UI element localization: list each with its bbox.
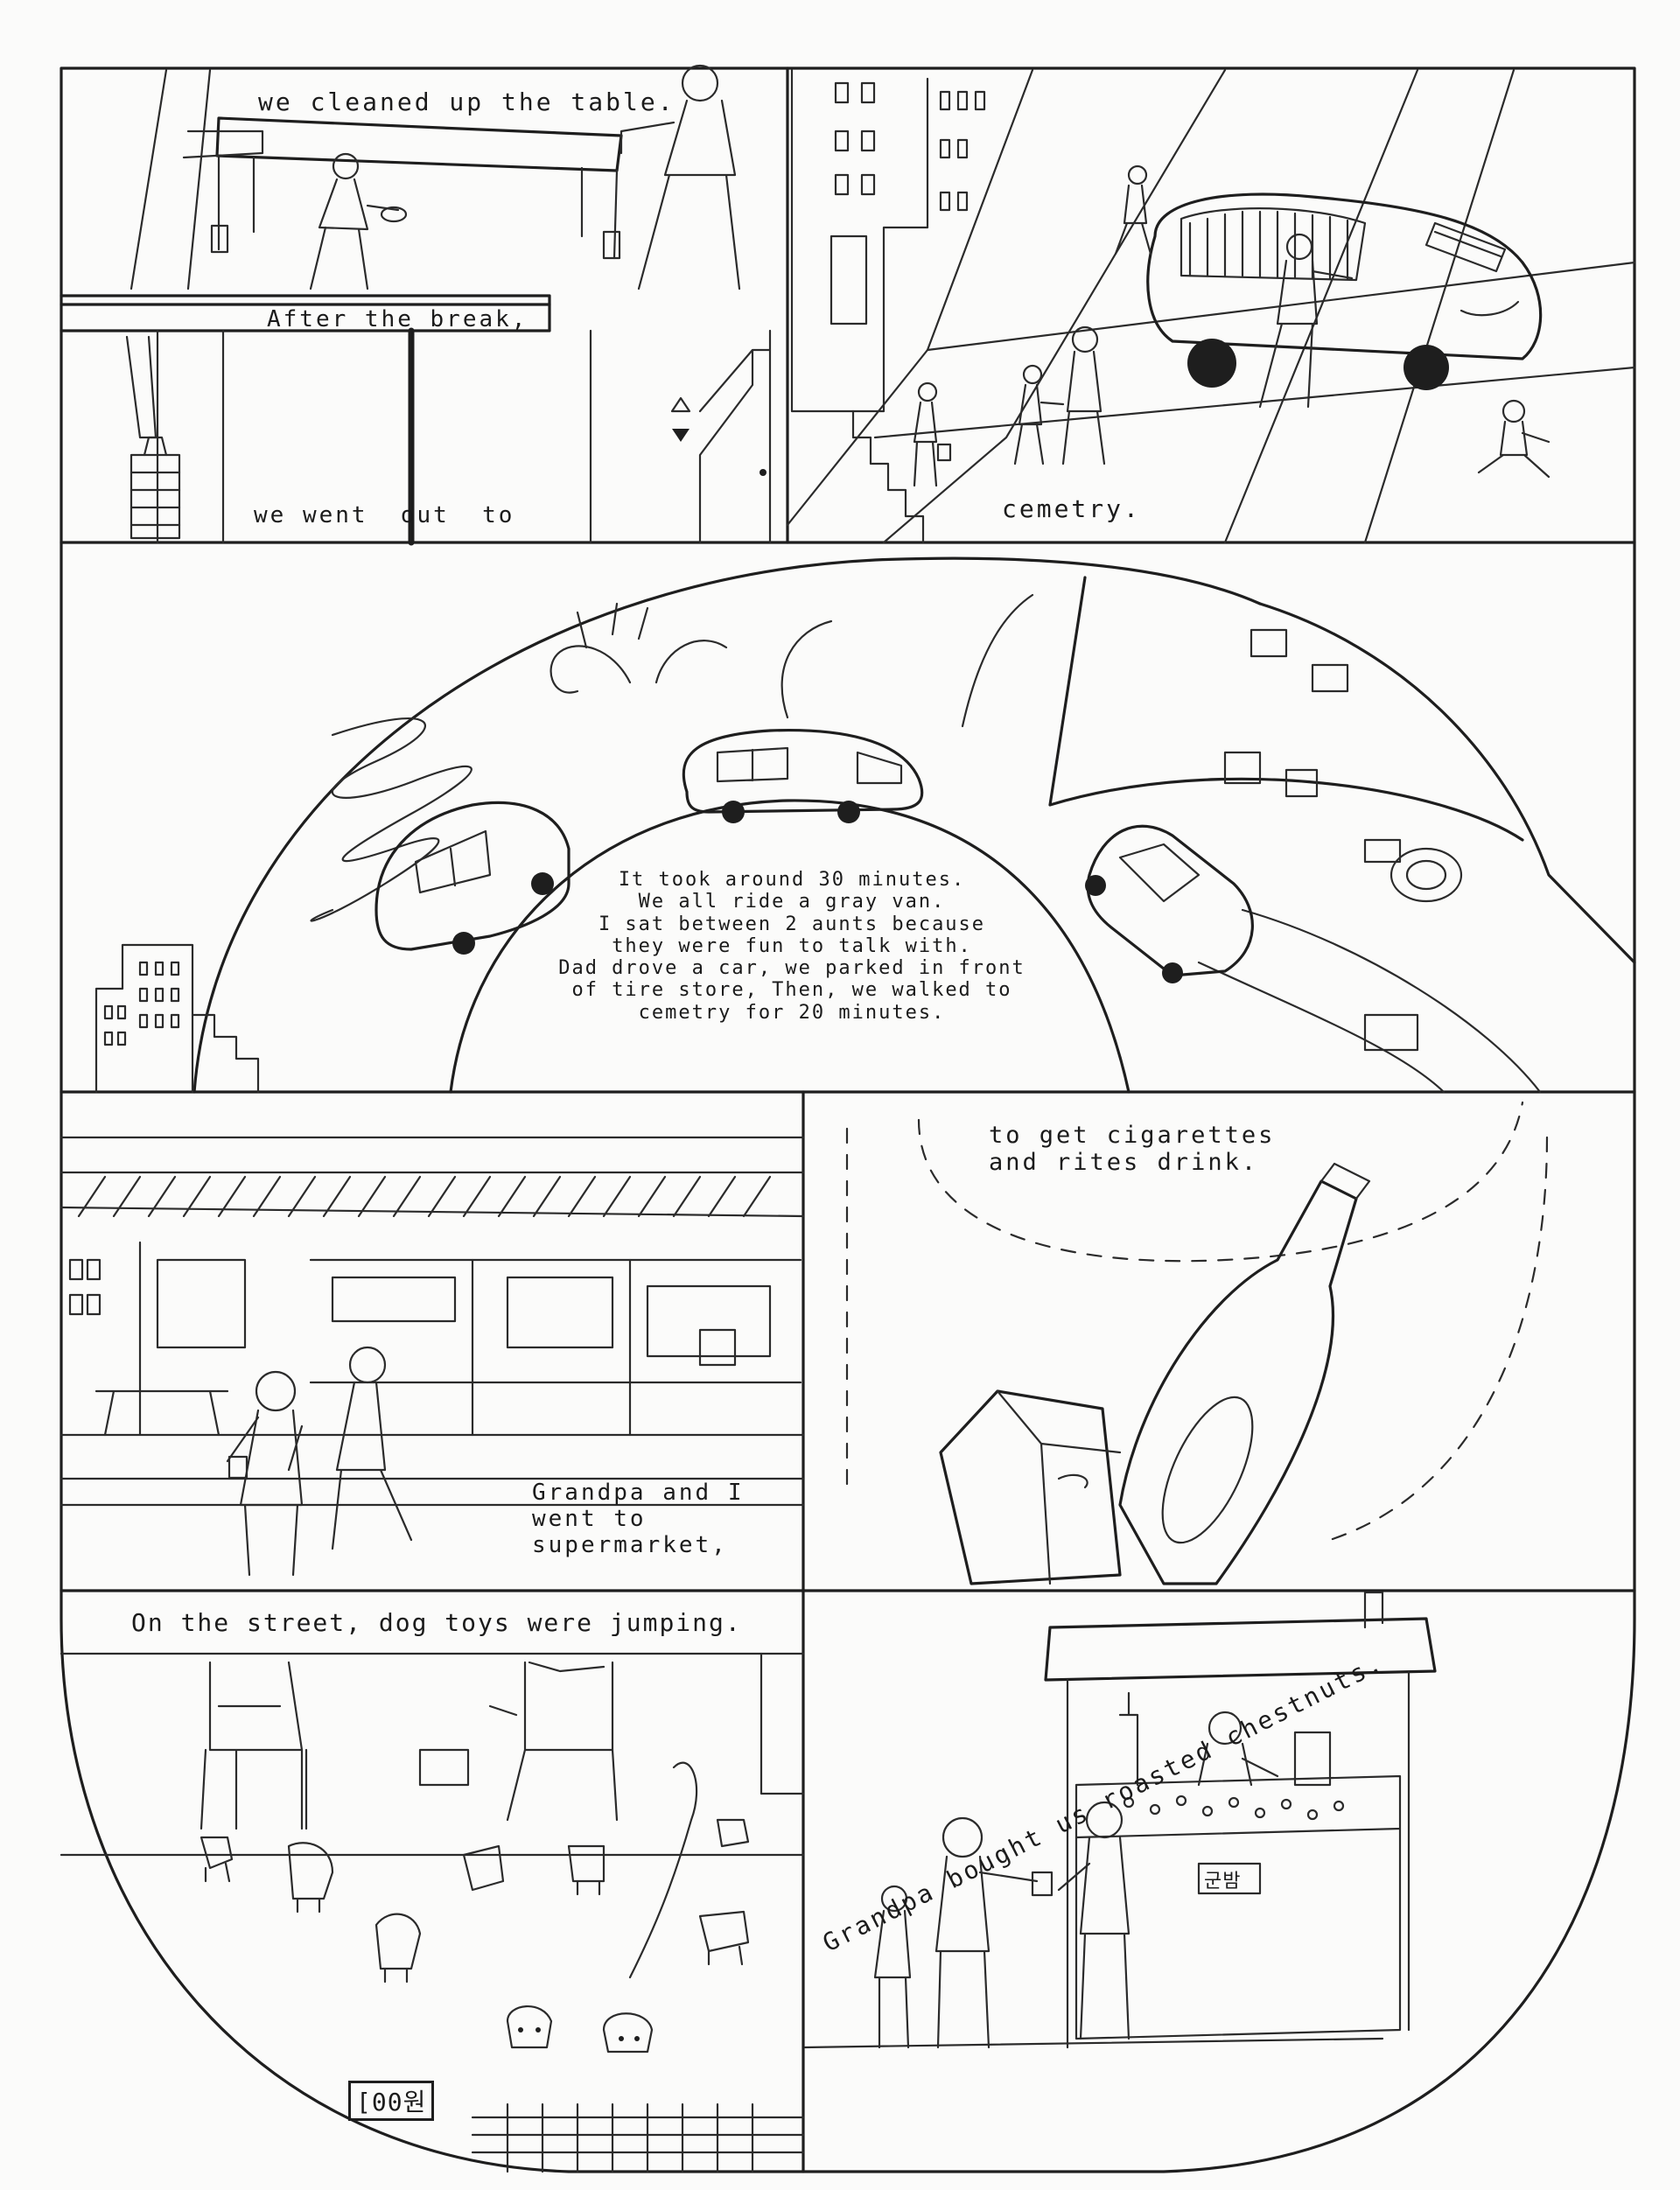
table-caption: we cleaned up the table.: [258, 87, 676, 116]
price-sign: [00원: [348, 2081, 435, 2121]
purchase-panel-art: [845, 1101, 1549, 1585]
drive-caption: It took around 30 minutes. We all ride a…: [558, 869, 1026, 1024]
cemetery-caption: cemetry.: [1002, 494, 1141, 523]
drive-panel-art: [94, 556, 1636, 1094]
supermarket-panel-art: [60, 1136, 805, 1577]
street-caption: On the street, dog toys were jumping.: [131, 1608, 742, 1637]
chestnut-stall-panel-art: [803, 1591, 1437, 2049]
stall-sign: 군밤: [1204, 1871, 1242, 1893]
table-panel-art: [130, 64, 741, 290]
supermarket-caption: Grandpa and I went to supermarket,: [532, 1480, 745, 1558]
went-out-caption: we went out to: [254, 502, 515, 528]
purchase-caption: to get cigarettes and rites drink.: [989, 1122, 1276, 1177]
cemetery-street-art: [786, 68, 1636, 544]
page-frame: [60, 66, 1636, 2173]
hallway-panel-art: [125, 327, 772, 546]
break-caption: After the break,: [267, 306, 528, 332]
dog-toys-panel-art: [60, 1652, 805, 2173]
